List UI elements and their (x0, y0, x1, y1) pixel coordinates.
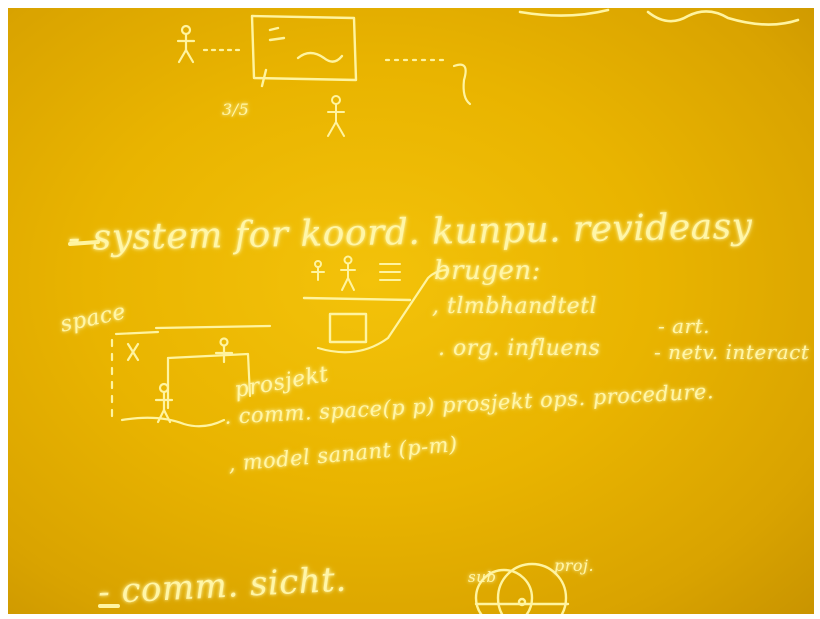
bullet-2: . org. influens (438, 336, 601, 361)
stick-figure-top-left (176, 24, 196, 64)
right-item-2: - netv. interact (654, 340, 810, 364)
bullet-1: , tlmbhandtetl (432, 294, 598, 319)
middle-figures (311, 255, 401, 291)
space-diagram (110, 324, 272, 428)
stick-figure-top-center (327, 95, 345, 137)
underline-mid (302, 296, 412, 302)
heading-dash (68, 240, 100, 246)
right-item-1: - art. (658, 314, 710, 338)
top-number-label: 3/5 (222, 100, 250, 119)
venn-label-left: sub (468, 568, 497, 586)
blackboard-photo: 3/5 - system for koord. kunpu. revideasy… (8, 8, 814, 614)
small-box-mid (328, 312, 368, 344)
venn-label-right: proj. (554, 556, 595, 575)
chalk-drawings (68, 8, 800, 614)
venn-diagram (474, 562, 570, 614)
bruger-label: brugen: (434, 256, 541, 286)
connect-curve (316, 268, 450, 354)
top-box-sketch (250, 14, 358, 88)
